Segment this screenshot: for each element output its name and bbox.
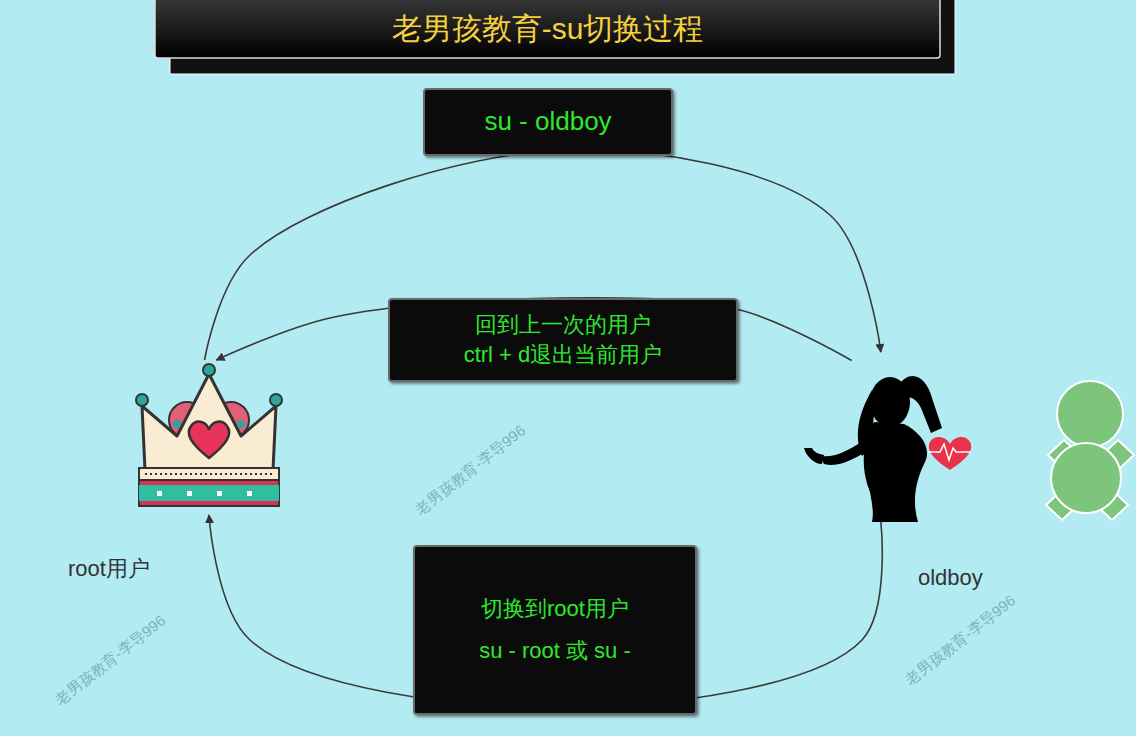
command-text: 切换到root用户 su - root 或 su - <box>475 588 635 672</box>
command-box: 回到上一次的用户 ctrl + d退出当前用户 <box>388 298 738 382</box>
user-node: root用户 <box>135 360 283 515</box>
watermark-text: 老男孩教育-李导996 <box>901 591 1019 689</box>
title-banner <box>155 0 940 58</box>
crown-icon <box>136 364 282 506</box>
watermark-text: 老男孩教育-李导996 <box>51 611 169 709</box>
user-label: root用户 <box>68 554 150 584</box>
command-text: 回到上一次的用户 ctrl + d退出当前用户 <box>461 310 666 369</box>
watermark-text: 老男孩教育-李导996 <box>411 421 529 519</box>
title-banner-text-holder: 老男孩教育-su切换过程 <box>155 0 940 58</box>
command-box: 切换到root用户 su - root 或 su - <box>413 545 697 715</box>
diagram-title: 老男孩教育-su切换过程 <box>392 9 704 50</box>
user-label: oldboy <box>918 565 983 591</box>
silhouette-icon <box>804 376 971 522</box>
user-node: oldboy <box>800 352 972 522</box>
green-figure <box>1046 381 1134 520</box>
command-text: su - oldboy <box>484 105 611 139</box>
command-box: su - oldboy <box>423 88 673 156</box>
